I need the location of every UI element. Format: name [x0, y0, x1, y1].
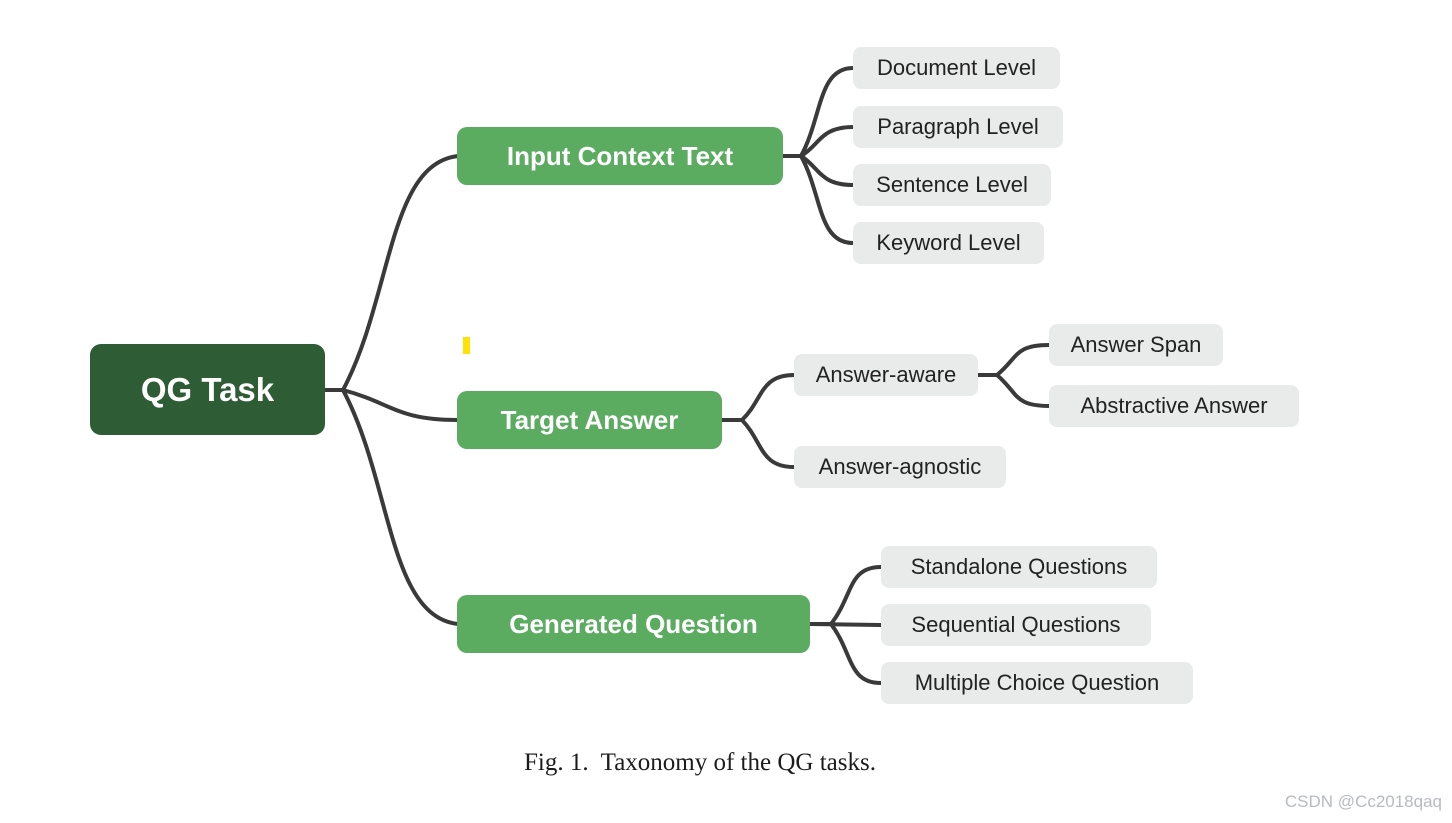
- node-multiple-choice-question: Multiple Choice Question: [881, 662, 1193, 704]
- node-answer-aware: Answer-aware: [794, 354, 978, 396]
- yellow-caret-mark: [463, 337, 470, 354]
- edge-ta-answer-agnostic: [720, 418, 796, 469]
- node-target-answer: Target Answer: [457, 391, 722, 449]
- watermark-text: CSDN @Cc2018qaq: [1284, 792, 1442, 811]
- edge-root-input-context: [323, 154, 460, 392]
- node-standalone-questions: Standalone Questions: [881, 546, 1157, 588]
- edge-root-target-answer: [323, 388, 460, 422]
- edge-gq-standalone: [808, 565, 883, 626]
- node-generated-question: Generated Question: [457, 595, 810, 653]
- edge-aa-abstractive: [976, 373, 1051, 408]
- edge-ict-keyword: [781, 154, 855, 245]
- edge-gq-multiple: [808, 622, 883, 685]
- edge-ict-sentence: [781, 154, 855, 187]
- edge-root-generated-question: [323, 388, 460, 626]
- edge-ta-answer-aware: [720, 373, 796, 422]
- node-answer-agnostic: Answer-agnostic: [794, 446, 1006, 488]
- node-sequential-questions: Sequential Questions: [881, 604, 1151, 646]
- node-qg-task: QG Task: [90, 344, 325, 435]
- edge-ict-paragraph: [781, 125, 855, 158]
- edge-aa-answer-span: [976, 343, 1051, 377]
- node-keyword-level: Keyword Level: [853, 222, 1044, 264]
- edge-ict-document: [781, 66, 855, 158]
- node-paragraph-level: Paragraph Level: [853, 106, 1063, 148]
- node-document-level: Document Level: [853, 47, 1060, 89]
- node-sentence-level: Sentence Level: [853, 164, 1051, 206]
- node-abstractive-answer: Abstractive Answer: [1049, 385, 1299, 427]
- node-input-context-text: Input Context Text: [457, 127, 783, 185]
- figure-caption: Fig. 1. Taxonomy of the QG tasks.: [524, 749, 876, 776]
- node-answer-span: Answer Span: [1049, 324, 1223, 366]
